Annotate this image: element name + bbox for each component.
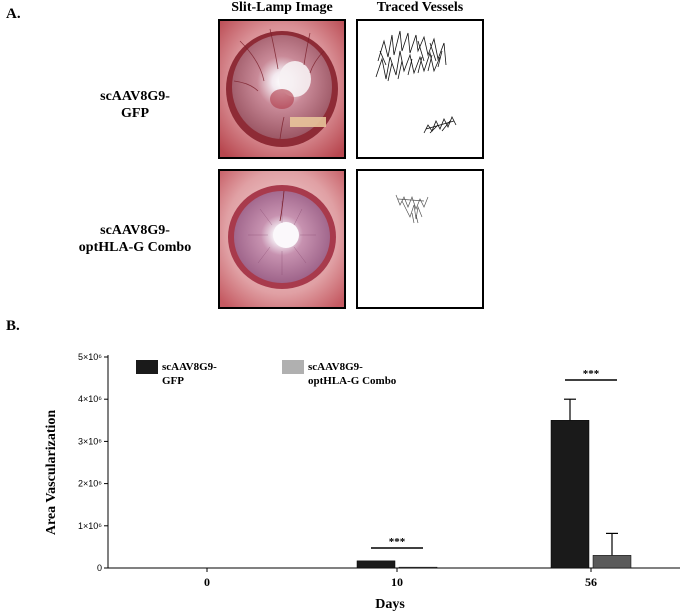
x-tick-label: 56 (585, 575, 597, 589)
slit-lamp-image-combo (218, 169, 346, 309)
y-tick-label: 2×10⁶ (78, 479, 102, 489)
x-tick-label: 10 (391, 575, 403, 589)
bar-gfp-day-56 (550, 420, 590, 569)
column-heading-slit-lamp: Slit-Lamp Image (231, 0, 333, 15)
row-label-gfp-line1: scAAV8G9- (100, 89, 170, 104)
eye-illustration-combo (220, 171, 344, 307)
x-axis-label: Days (375, 597, 405, 612)
row-label-combo: scAAV8G9- optHLA-G Combo (52, 222, 218, 256)
traced-vessels-gfp (356, 19, 484, 159)
panel-b-label: B. (6, 318, 20, 334)
y-axis-label: Area Vascularization (44, 410, 59, 536)
vessel-tracing-gfp (375, 30, 457, 134)
significance-stars: *** (389, 536, 406, 548)
legend-swatch-combo (282, 360, 304, 374)
bar-combo-day-10 (398, 566, 438, 569)
traced-vessels-combo (356, 169, 484, 309)
row-label-combo-line1: scAAV8G9- (100, 223, 170, 238)
area-vascularization-bar-chart: 0 1×10⁶ 2×10⁶ 3×10⁶ 4×10⁶ 5×10⁶ Area Vasculari… (44, 352, 680, 612)
panel-a-label: A. (6, 6, 21, 22)
vessel-tracing-combo (395, 194, 429, 224)
x-tick-label: 0 (204, 575, 210, 589)
slit-lamp-image-gfp (218, 19, 346, 159)
row-label-combo-line2: optHLA-G Combo (78, 240, 192, 255)
y-tick-label: 5×10⁶ (78, 352, 102, 362)
y-tick-label: 0 (97, 563, 102, 573)
significance-stars: *** (583, 368, 600, 380)
legend-label-line2: GFP (162, 375, 184, 387)
legend-label-line1: scAAV8G9- (162, 361, 217, 373)
row-label-gfp-line2: GFP (121, 106, 149, 121)
y-tick-label: 1×10⁶ (78, 521, 102, 531)
eye-illustration-gfp (220, 21, 344, 157)
bar-gfp-day-10 (356, 560, 396, 569)
bar-combo-day-56 (592, 555, 632, 569)
y-tick-label: 3×10⁶ (78, 436, 102, 446)
column-heading-traced-vessels: Traced Vessels (376, 0, 464, 15)
legend-swatch-gfp (136, 360, 158, 374)
y-tick-label: 4×10⁶ (78, 394, 102, 404)
legend-label-line1: scAAV8G9- (308, 361, 363, 373)
row-label-gfp: scAAV8G9- GFP (60, 88, 210, 122)
legend-label-line2: optHLA-G Combo (308, 375, 397, 387)
